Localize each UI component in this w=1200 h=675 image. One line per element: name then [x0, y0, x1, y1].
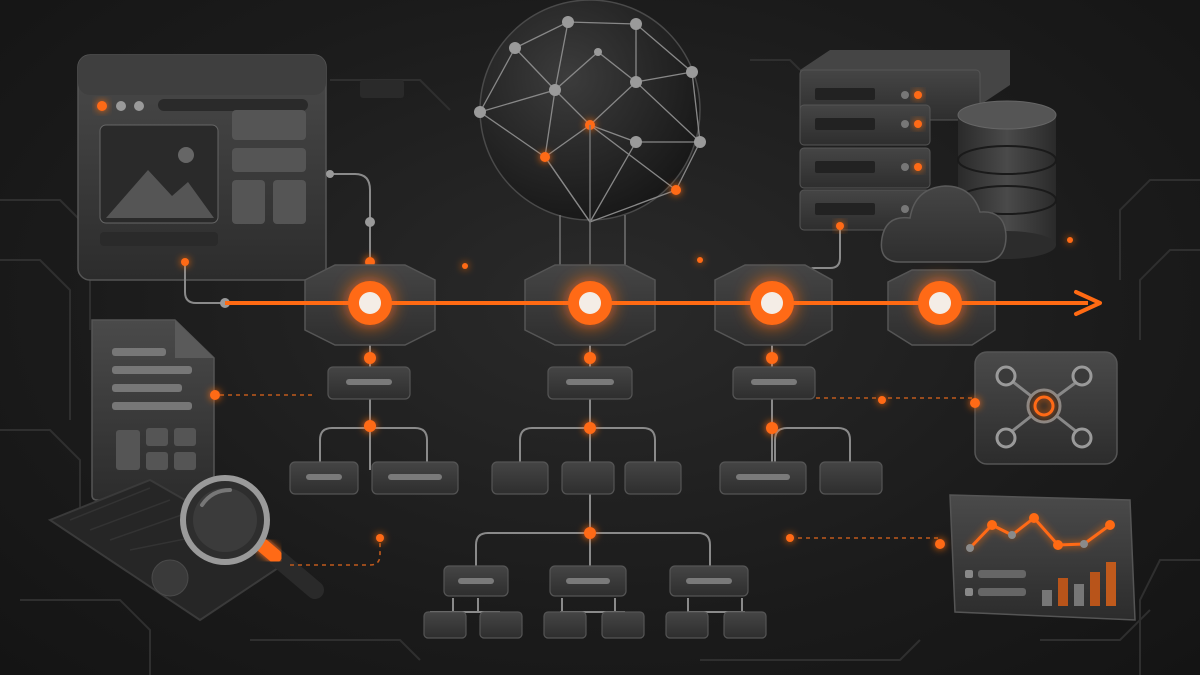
tree-node-l2: [561, 461, 615, 495]
bg-chip: [360, 80, 404, 98]
tree-node-l4: [543, 611, 587, 639]
tree-node-l4: [479, 611, 523, 639]
dashed-connectors: [220, 394, 975, 566]
document-icon: [91, 319, 215, 501]
analytics-dashboard-icon: [949, 494, 1136, 621]
tree-box-labels: [306, 379, 797, 584]
pipeline-node-1: [348, 281, 392, 325]
magnifying-glass-icon: [180, 475, 324, 599]
network-globe-icon: [474, 0, 706, 290]
browser-window-icon: [77, 54, 327, 281]
tree-node-l4: [665, 611, 709, 639]
tree-boxes: [289, 366, 883, 639]
background-circuit-traces: [0, 59, 1200, 675]
bar-chart: [1042, 562, 1116, 606]
image-placeholder-icon: [99, 124, 219, 224]
pipeline-node-3: [750, 281, 794, 325]
tree-node-l2: [819, 461, 883, 495]
connector-dots: [181, 237, 1073, 549]
cloud-icon: [880, 185, 1007, 263]
pipeline-node-4: [918, 281, 962, 325]
tree-node-l4: [723, 611, 767, 639]
tree-node-l4: [601, 611, 645, 639]
server-rack-icon: [799, 50, 1010, 282]
tree-node-l2: [491, 461, 549, 495]
tree-node-l4: [423, 611, 467, 639]
hub-network-icon: [974, 351, 1118, 465]
tree-node-l2: [624, 461, 682, 495]
pipeline-node-2: [568, 281, 612, 325]
